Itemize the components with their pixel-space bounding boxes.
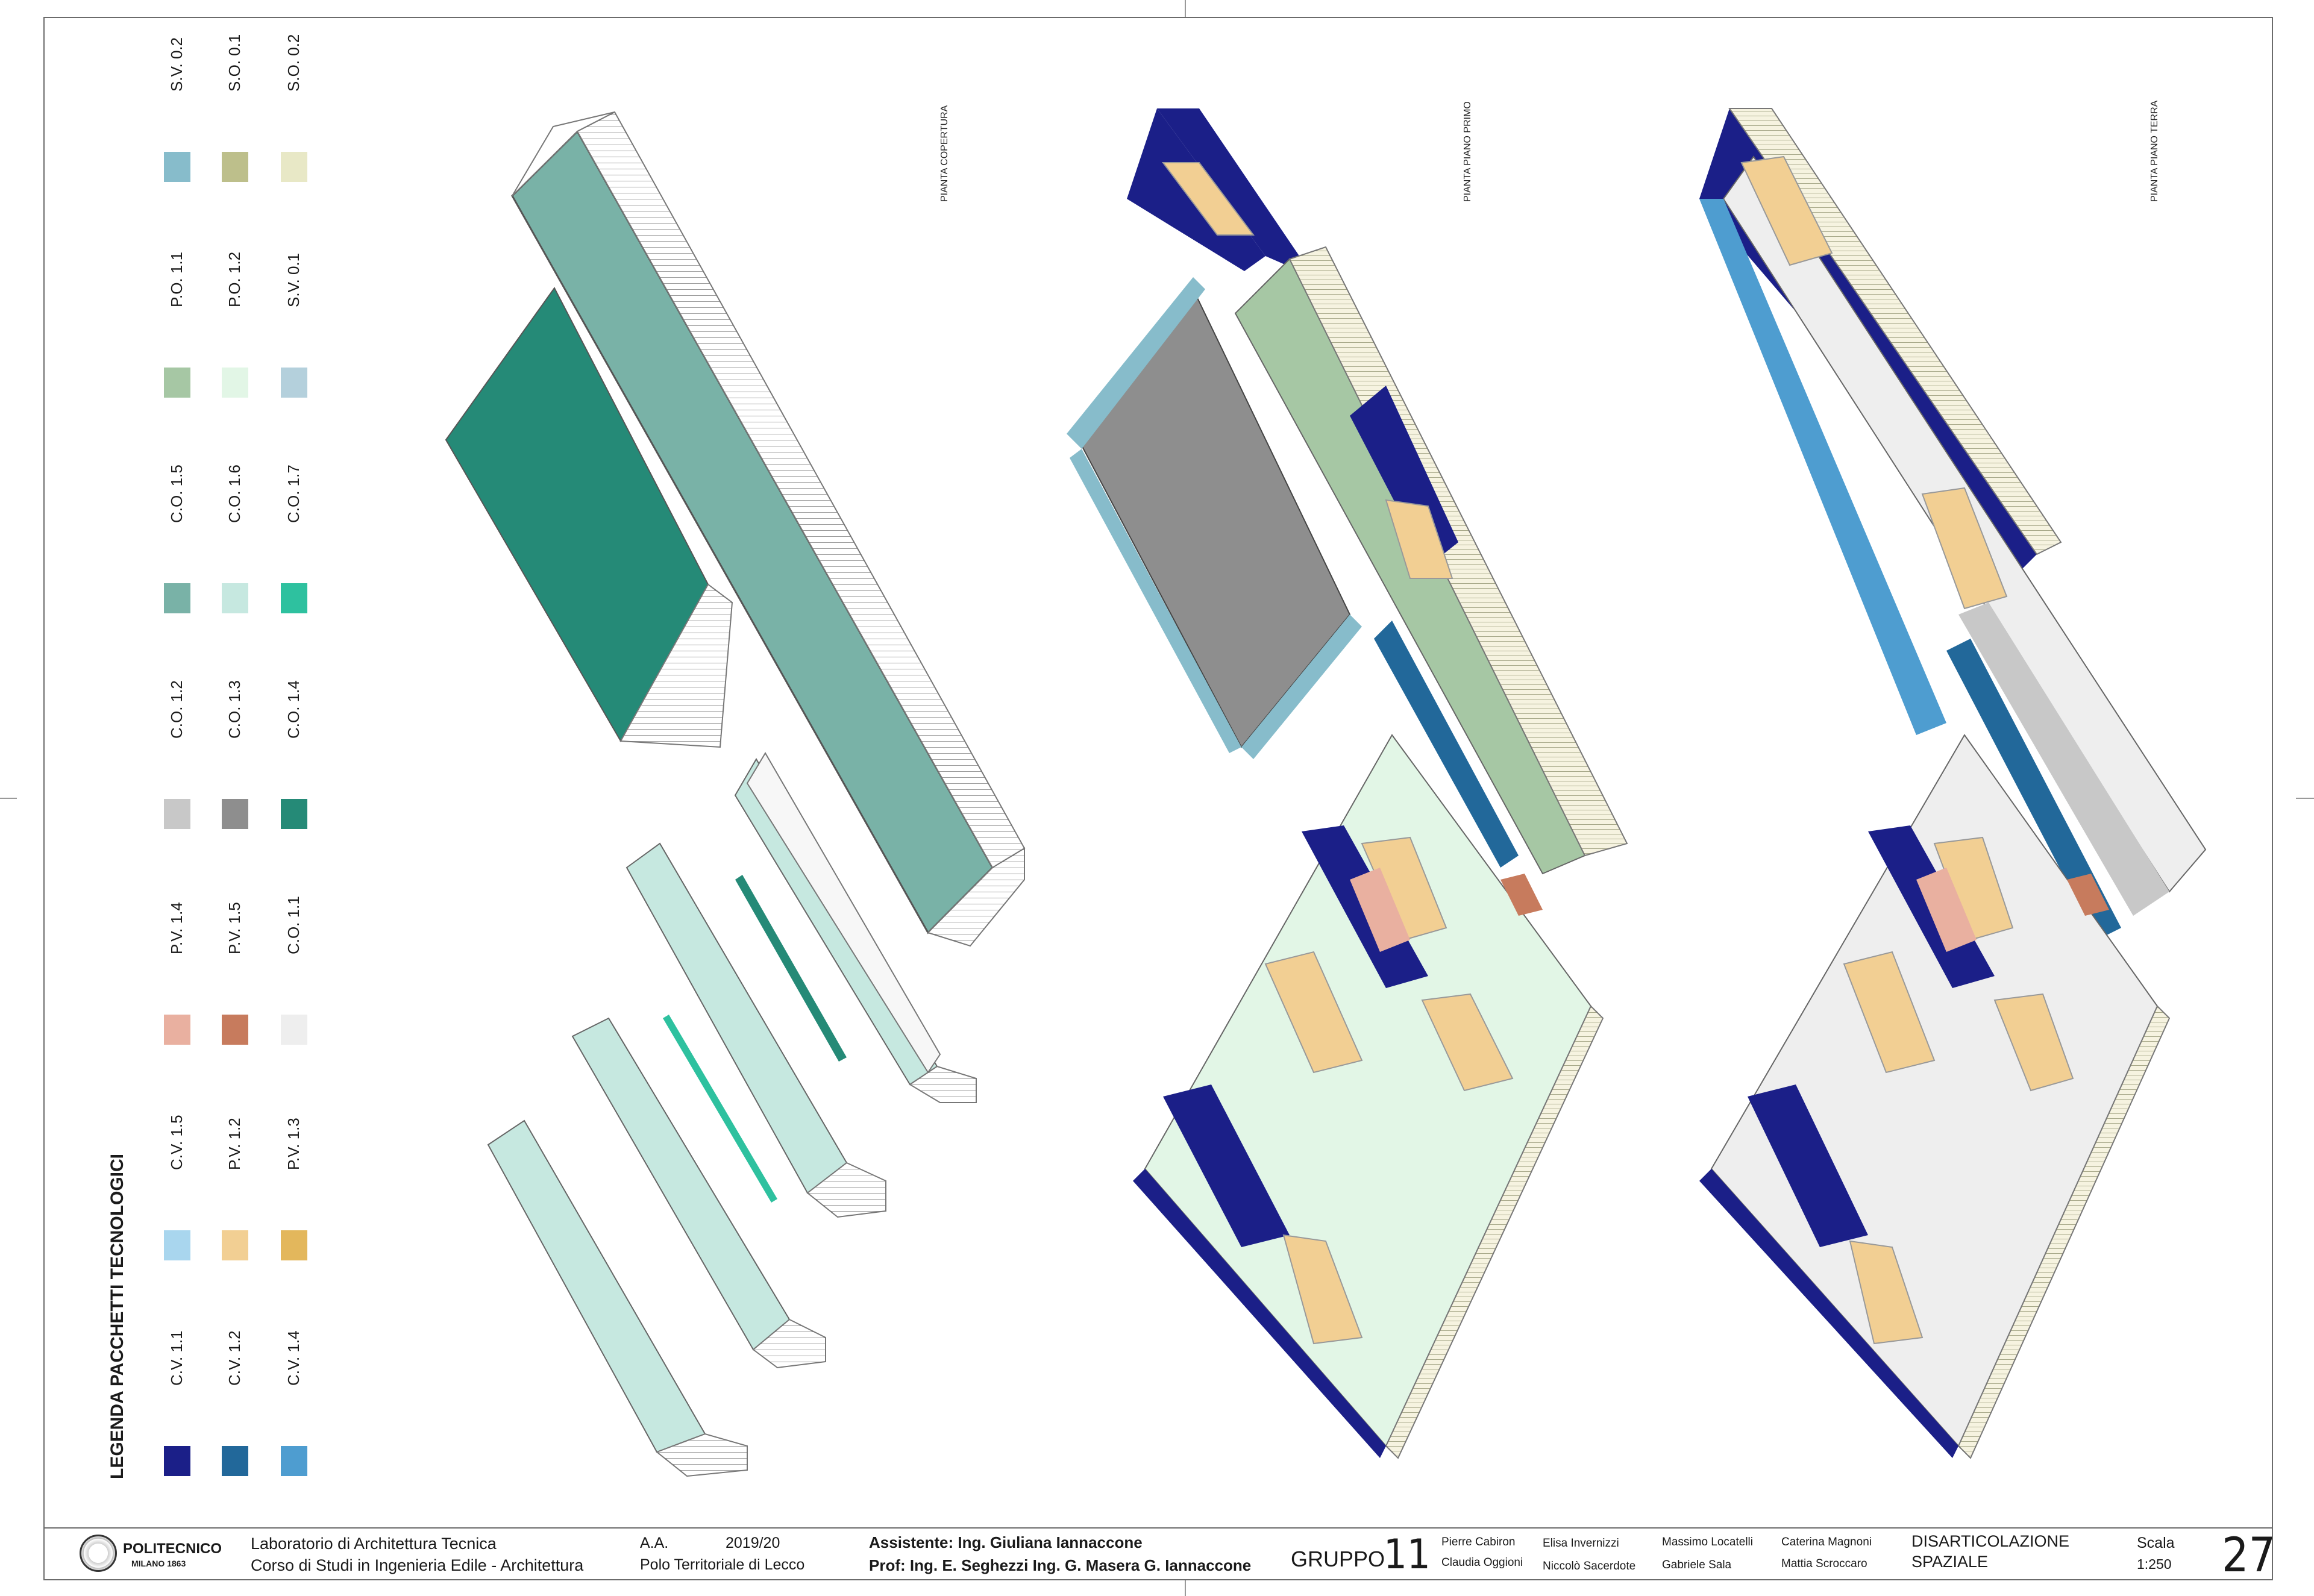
first-floor-plan-label: PIANTA PIANO PRIMO [1463, 101, 1473, 202]
assistant: Assistente: Ing. Giuliana Iannaccone [869, 1533, 1143, 1551]
legend-swatch [281, 1015, 307, 1045]
sheet-border [43, 17, 2273, 1580]
sheet-title-1: DISARTICOLAZIONE [1911, 1532, 2070, 1550]
ground-floor-plan-drawing: PIANTA PIANO TERRA [1699, 100, 2207, 1459]
logo-subtitle: MILANO 1863 [131, 1559, 186, 1568]
legend-swatch [222, 1446, 248, 1476]
member-8: Mattia Scroccaro [1781, 1557, 1867, 1570]
legend-swatch [164, 368, 190, 398]
legend-swatch [222, 152, 248, 182]
politecnico-logo-icon [80, 1535, 117, 1572]
first-floor-plan-drawing: PIANTA PIANO PRIMO [1067, 101, 1628, 1459]
member-1: Pierre Cabiron [1441, 1536, 1516, 1548]
roof-slab-top [512, 111, 615, 196]
professors: Prof: Ing. E. Seghezzi Ing. G. Masera G.… [869, 1556, 1252, 1574]
sheet-number: 27 [2222, 1529, 2276, 1583]
scale-label: Scala [2137, 1535, 2175, 1551]
member-7: Caterina Magnoni [1781, 1536, 1872, 1548]
site-name: Polo Territoriale di Lecco [640, 1556, 805, 1573]
legend-swatch [164, 583, 190, 613]
legend-swatch [281, 583, 307, 613]
roof-slab-edge [927, 847, 1025, 947]
skylight-strip-2 [663, 1015, 777, 1203]
member-4: Niccolò Sacerdote [1543, 1560, 1636, 1573]
member-6: Gabriele Sala [1662, 1559, 1732, 1571]
skylight-strip-1 [735, 875, 847, 1062]
roof-plan-label: PIANTA COPERTURA [939, 105, 950, 202]
legend-swatch [164, 1015, 190, 1045]
member-5: Massimo Locatelli [1662, 1536, 1753, 1548]
legend-swatch [281, 1230, 307, 1260]
legend-swatch [222, 1015, 248, 1045]
group-number: 11 [1384, 1531, 1431, 1579]
roof-slab-dark-side [619, 583, 733, 748]
legend-swatch [164, 799, 190, 829]
course-line-1: Laboratorio di Architettura Tecnica [251, 1535, 497, 1553]
crop-mark [1185, 0, 1186, 17]
crop-mark [1185, 1580, 1186, 1596]
title-block: POLITECNICO MILANO 1863 Laboratorio di A… [43, 1527, 2276, 1583]
legend-swatch [222, 799, 248, 829]
legend-swatch [164, 1446, 190, 1476]
legend-swatch [281, 1446, 307, 1476]
crop-mark [0, 798, 17, 799]
legend-swatch [164, 152, 190, 182]
legend-swatch [222, 1230, 248, 1260]
member-2: Claudia Oggioni [1441, 1556, 1523, 1569]
scale-value: 1:250 [2137, 1556, 2172, 1572]
course-line-2: Corso di Studi in Ingenieria Edile - Arc… [251, 1556, 584, 1574]
member-3: Elisa Invernizzi [1543, 1537, 1619, 1550]
legend-swatch [222, 583, 248, 613]
aa-label: A.A. [640, 1535, 669, 1551]
legend-swatch [281, 368, 307, 398]
sheet-title-2: SPAZIALE [1911, 1553, 1989, 1571]
legend-swatch [164, 1230, 190, 1260]
crop-mark [2296, 798, 2314, 799]
legend-swatch [222, 368, 248, 398]
logo-name: POLITECNICO [123, 1541, 222, 1557]
aa-value: 2019/20 [726, 1535, 780, 1551]
roof-plan-drawing: PIANTA COPERTURA [445, 105, 1026, 1477]
legend-swatch [281, 152, 307, 182]
legend-swatch [281, 799, 307, 829]
group-label: GRUPPO [1291, 1547, 1385, 1571]
ground-floor-plan-label: PIANTA PIANO TERRA [2149, 100, 2160, 202]
